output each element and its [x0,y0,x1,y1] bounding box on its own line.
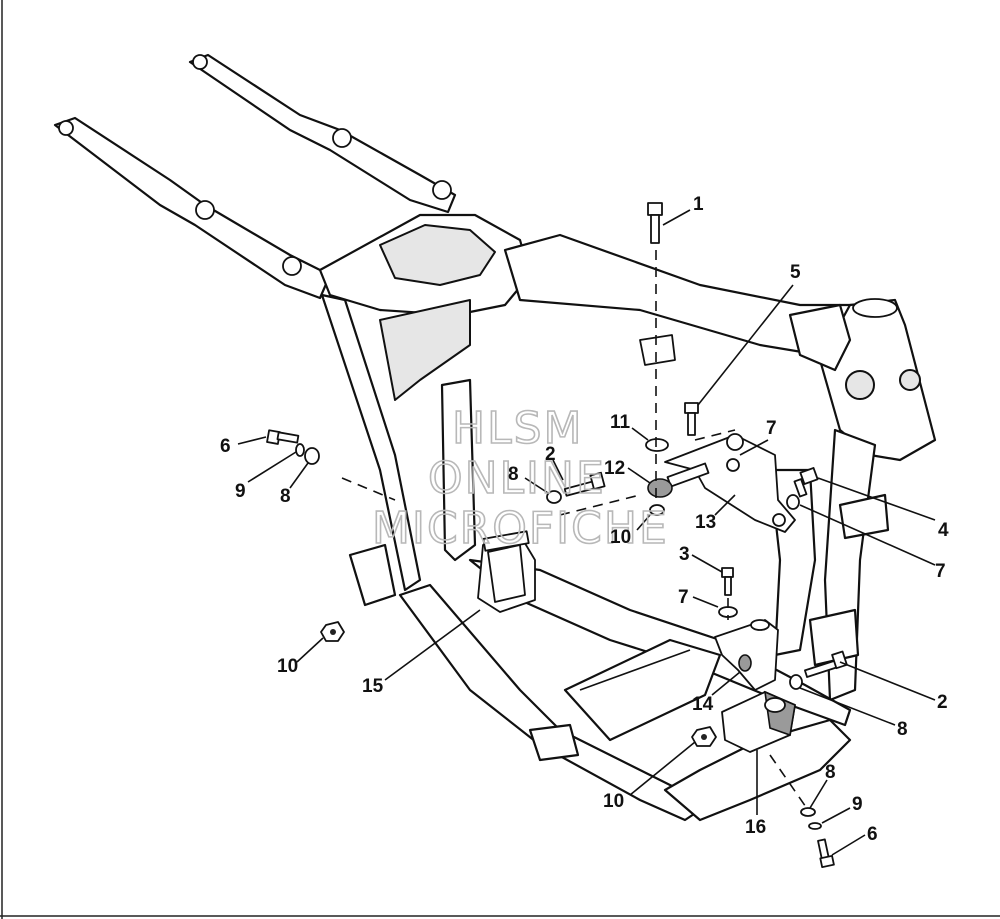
callout-10-left: 10 [277,656,298,677]
crossmember-edge [579,649,691,691]
callout-16: 16 [745,817,766,838]
callout-9-bottom: 9 [852,794,863,815]
bolt-5 [684,402,699,436]
steering-head-gusset [845,370,875,400]
watermark-line-2: ONLINE [428,453,606,504]
callout-1: 1 [693,194,704,215]
seat-post-opening [379,224,496,286]
rear-isolator-15 [477,530,536,613]
bolt-2-upper [563,471,606,497]
callout-15: 15 [362,676,384,697]
front-isolator-16 [721,690,796,753]
downtube-bracket [808,608,860,667]
callout-8-upper: 8 [508,464,519,485]
washer-8-bottom [800,807,816,817]
washer-11 [645,438,669,452]
washer-10-upper [649,504,665,516]
callout-8-left: 8 [280,486,291,507]
transmission-crossmember [563,638,722,742]
callout-2-lower: 2 [937,692,948,713]
rear-fender-strut-upper [188,53,457,214]
callout-6-bottom: 6 [867,824,878,845]
bracket-14-hole [750,619,770,631]
callout-9-left: 9 [235,481,246,502]
strut-boss-lower-2 [282,256,302,276]
callout-10-upper: 10 [610,527,631,548]
watermark-line-1: HLSM [452,403,584,454]
strut-boss-upper-2 [432,180,452,200]
bolt-4 [793,467,819,498]
washer-8-upper [546,490,562,504]
strut-boss-upper [332,128,352,148]
bolt-3 [721,567,734,596]
side-mount-bracket [348,543,397,607]
washer-9-left [295,443,305,457]
callout-12: 12 [604,458,625,479]
frame-tab-upper [639,334,676,366]
link-bushing-upper [726,433,744,451]
nut-10-lower-hole [701,734,707,740]
callouts: 1 5 11 7 2 12 8 13 10 4 7 6 9 8 3 7 10 1… [220,194,949,845]
rod-end-12 [647,478,673,498]
washer-9-bottom [808,822,822,830]
callout-8-right: 8 [897,719,908,740]
callout-14: 14 [692,694,714,715]
bolt-1 [647,202,663,244]
callout-8-bottom: 8 [825,762,836,783]
stabilizer-link-13 [664,434,796,533]
washer-7-right [786,494,800,510]
watermark-line-3: MICROFICHE [372,503,669,554]
callout-11: 11 [610,412,631,433]
washer-8-lower [789,674,803,690]
nut-10-left-hole [330,629,336,635]
steering-head-top [852,298,898,318]
bolt-6-left [266,429,300,445]
watermark: HLSM ONLINE MICROFICHE [371,402,669,555]
callout-2-upper: 2 [545,444,556,465]
callout-13: 13 [695,512,716,533]
callout-4: 4 [938,520,949,541]
gusset-plate [788,303,852,372]
link-bushing-lower [772,513,786,527]
callout-5: 5 [790,262,801,283]
link-bushing-mid [726,458,740,472]
alignment-lines [341,250,809,811]
bracket-14-boss [738,654,752,672]
steering-head-boss [899,369,921,391]
callout-6-left: 6 [220,436,231,457]
strut-eye-upper [192,54,208,70]
left-seat-tube [320,293,422,592]
callout-7-lower: 7 [678,587,689,608]
callout-3: 3 [679,544,690,565]
strut-eye-lower [58,120,74,136]
rail-bracket [528,723,580,762]
rear-gusset [379,299,471,401]
parts [266,202,848,869]
strut-boss-lower [195,200,215,220]
right-seat-tube [440,378,477,562]
callout-7-upper: 7 [766,418,777,439]
washer-8-left [304,447,320,465]
callout-7-right: 7 [935,561,946,582]
leader-lines [237,209,936,856]
callout-10-lower: 10 [603,791,624,812]
bolt-6-lower [817,838,835,869]
